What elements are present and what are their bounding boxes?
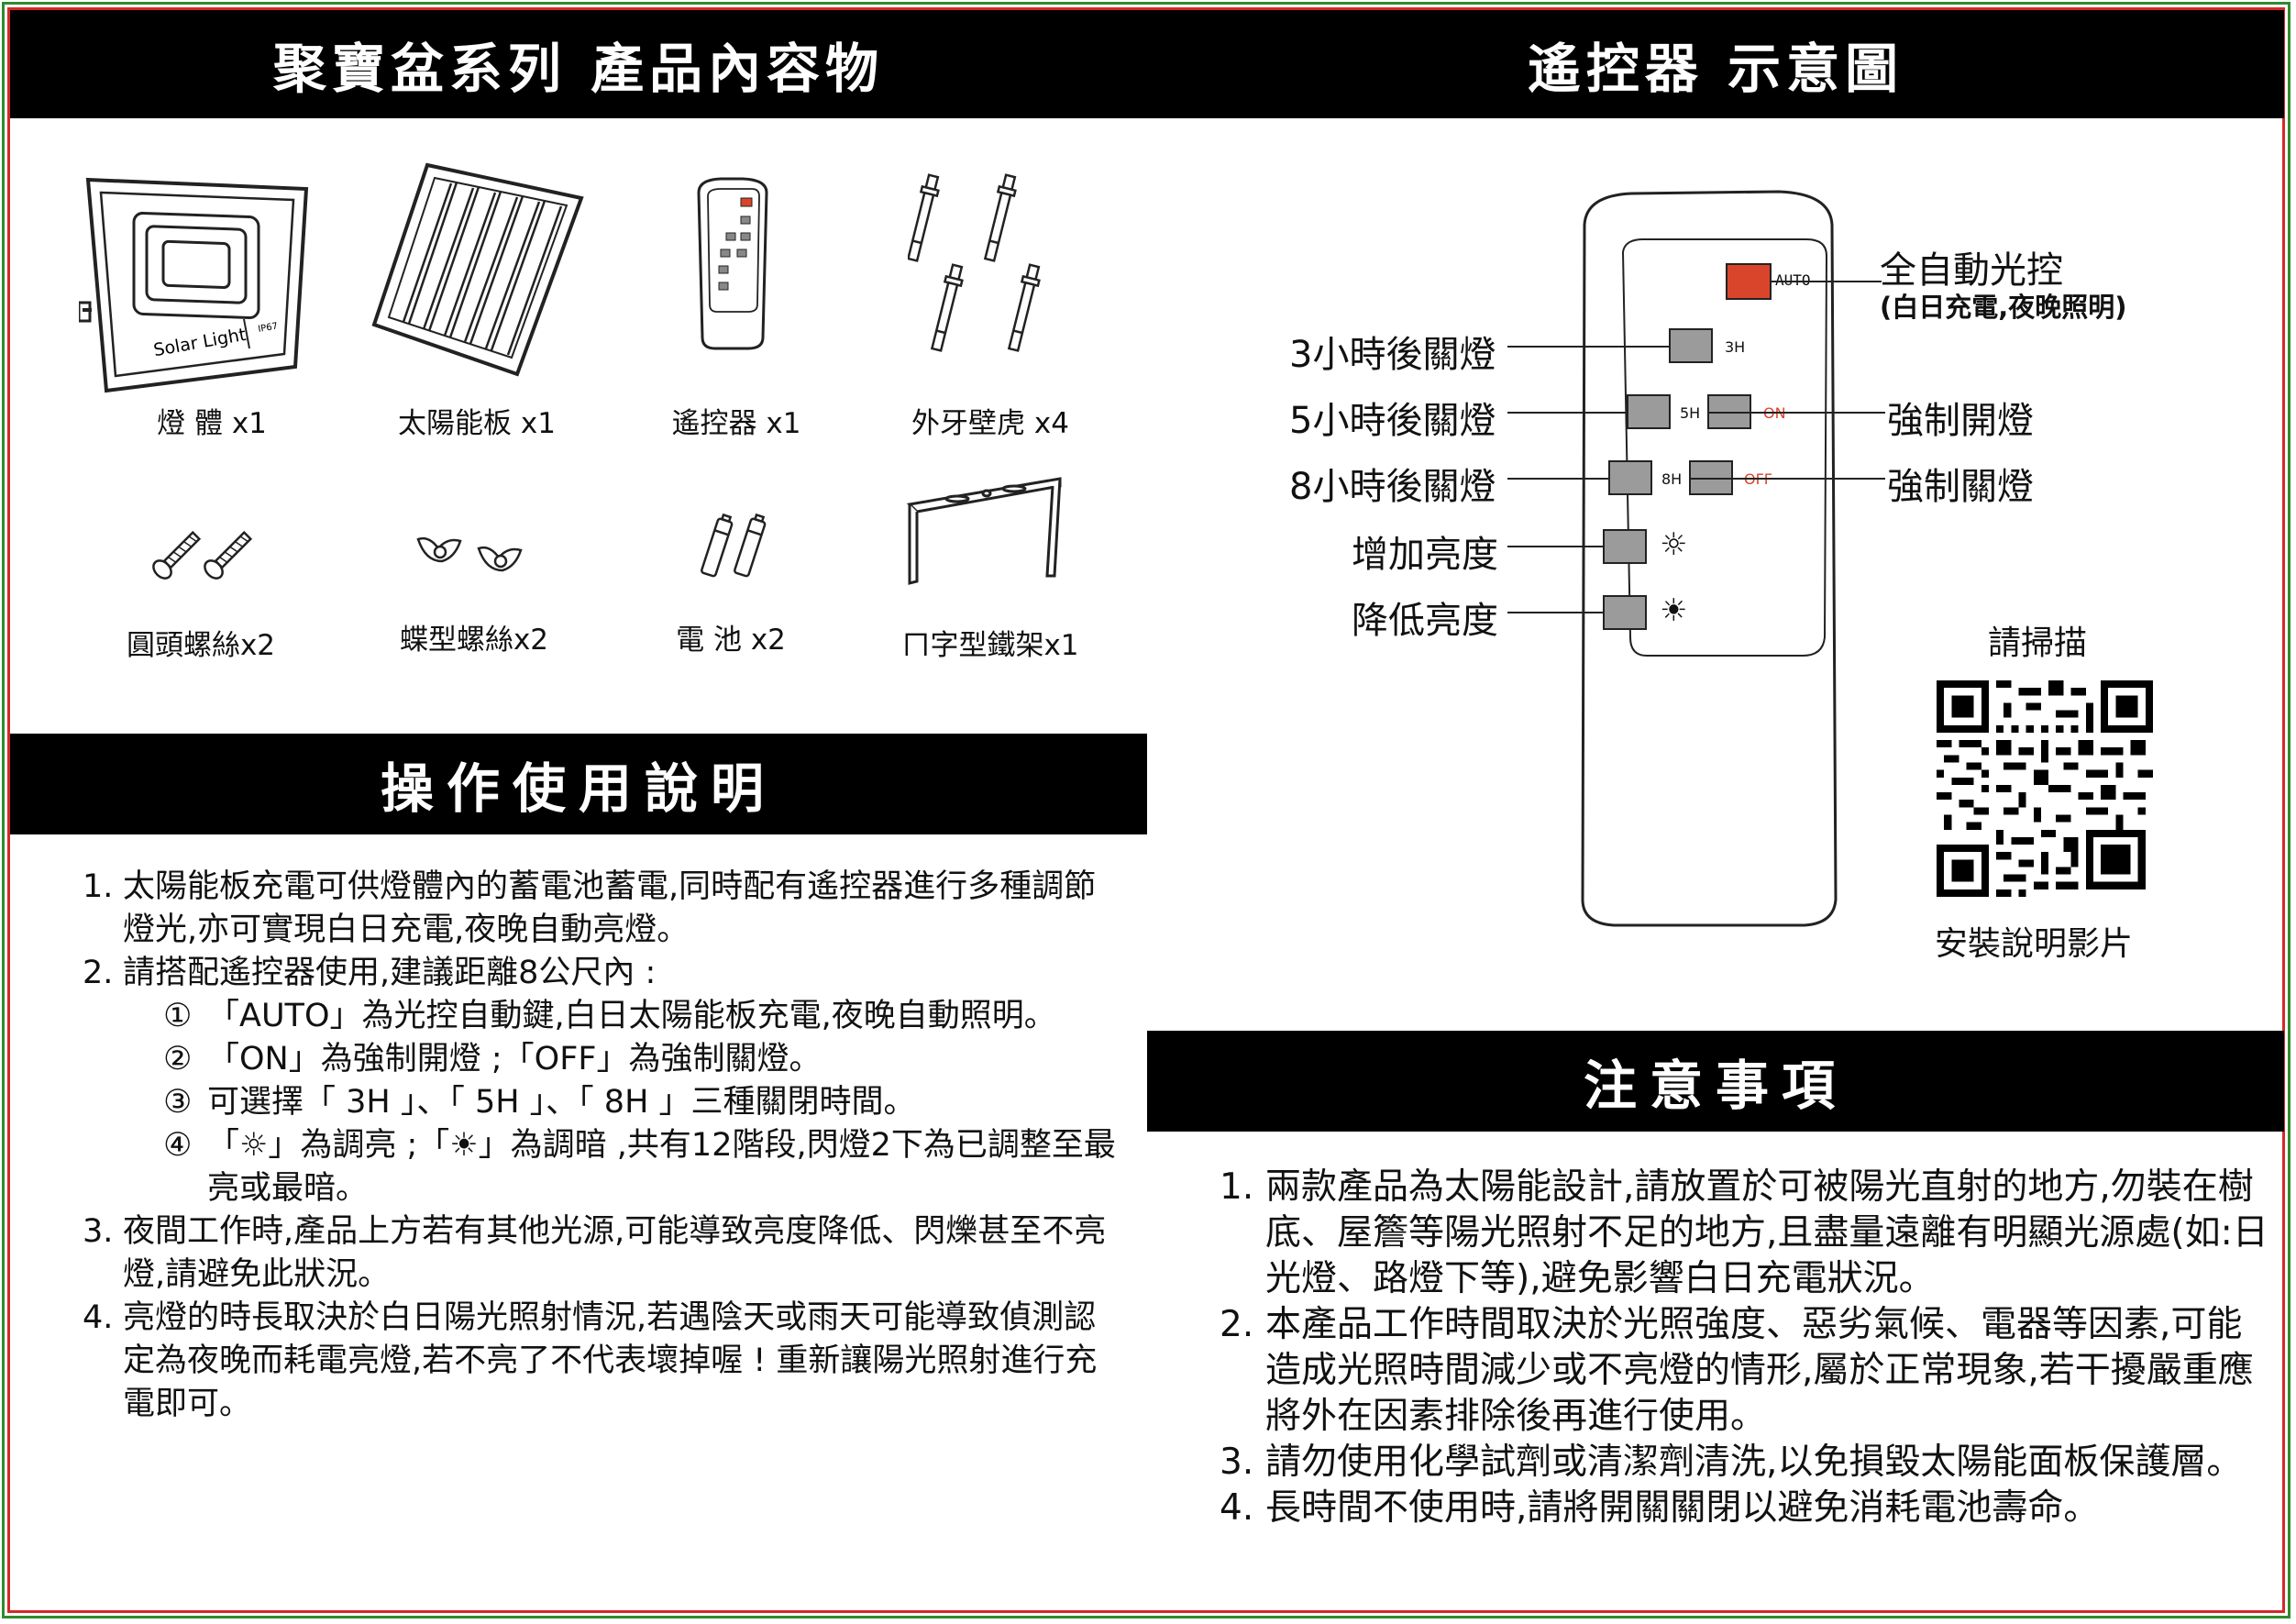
note-item-number: 4. — [1220, 1487, 1254, 1529]
button-3h[interactable] — [1669, 328, 1713, 363]
contents-header: 聚寶盆系列 產品內容物 — [10, 10, 1147, 118]
callout-on: 強制開燈 — [1887, 400, 2034, 442]
lamp-rating-text: IP67 — [258, 321, 279, 335]
button-5h[interactable] — [1627, 394, 1671, 429]
button-8h[interactable] — [1608, 460, 1652, 495]
note-item-text: 請勿使用化學試劑或清潔劑清洗,以免損毀太陽能面板保護層。 — [1265, 1442, 2243, 1483]
operation-item: 2.請搭配遙控器使用,建議距離8公尺內 : — [83, 952, 1128, 995]
remote-header-text: 遙控器 示意圖 — [1527, 38, 1904, 100]
operation-item: 3.夜間工作時,產品上方若有其他光源,可能導致亮度降低、閃爍甚至不亮燈,請避免此… — [83, 1210, 1128, 1297]
operation-item-number: 4. — [83, 1299, 114, 1336]
button-3h-label: 3H — [1725, 338, 1746, 356]
wing-nut-icon — [416, 536, 523, 572]
u-bracket-icon — [906, 477, 1062, 585]
button-brightness-up[interactable] — [1603, 529, 1647, 564]
operation-subitem-text: 「AUTO」為光控自動鍵,白日太陽能板充電,夜晚自動照明。 — [207, 998, 1056, 1034]
auto-button-label: AUTO — [1775, 271, 1811, 289]
callout-5h: 5小時後關燈 — [1289, 400, 1496, 442]
operation-item: 4.亮燈的時長取決於白日陽光照射情況,若遇陰天或雨天可能導致偵測認定為夜晚而耗電… — [83, 1297, 1128, 1426]
note-item-text: 兩款產品為太陽能設計,請放置於可被陽光直射的地方,勿裝在樹底、屋簷等陽光照射不足… — [1265, 1166, 2268, 1299]
operation-subitem: ③ 可選擇「 3H 」、「 5H 」、「 8H 」三種關閉時間。 — [83, 1081, 1128, 1124]
qr-code[interactable] — [1937, 680, 2153, 897]
button-8h-label: 8H — [1661, 470, 1683, 488]
auto-button[interactable] — [1726, 263, 1772, 300]
operation-subitem-number: ② — [163, 1041, 193, 1077]
notes-header-text: 注意事項 — [1583, 1055, 1848, 1117]
callout-auto: 全自動光控 — [1880, 249, 2063, 292]
operation-item-number: 1. — [83, 868, 114, 905]
operation-subitem: ① 「AUTO」為光控自動鍵,白日太陽能板充電,夜晚自動照明。 — [83, 995, 1128, 1038]
operation-subitem-text: 「☼」為調亮 ;「☀」為調暗 ,共有12階段,閃燈2下為已調整至最亮或最暗。 — [207, 1127, 1116, 1207]
item-label-u-bracket: ㄇ字型鐵架x1 — [901, 629, 1079, 662]
operation-item-number: 3. — [83, 1213, 114, 1250]
button-5h-label: 5H — [1680, 404, 1701, 422]
operation-list: 1.太陽能板充電可供燈體內的蓄電池蓄電,同時配有遙控器進行多種調節燈光,亦可實現… — [83, 866, 1128, 1426]
operation-subitem-number: ④ — [163, 1127, 193, 1164]
flood-light-icon: Solar Light IP67 — [79, 177, 309, 393]
operation-subitem-text: 可選擇「 3H 」、「 5H 」、「 8H 」三種關閉時間。 — [207, 1084, 916, 1121]
callout-off: 強制關燈 — [1887, 466, 2034, 508]
operation-subitem-number: ③ — [163, 1084, 193, 1121]
note-item-number: 3. — [1220, 1442, 1254, 1483]
operation-subitem-text: 「ON」為強制開燈 ;「OFF」為強制關燈。 — [207, 1041, 822, 1077]
operation-item: 1.太陽能板充電可供燈體內的蓄電池蓄電,同時配有遙控器進行多種調節燈光,亦可實現… — [83, 866, 1128, 952]
note-item-number: 1. — [1220, 1166, 1254, 1208]
battery-icon — [701, 513, 767, 578]
anchor-bolt-icon — [908, 173, 1041, 352]
callout-auto-sub: (白日充電,夜晚照明) — [1880, 292, 2127, 323]
operation-header-text: 操作使用說明 — [380, 757, 777, 820]
note-item: 1. 兩款產品為太陽能設計,請放置於可被陽光直射的地方,勿裝在樹底、屋簷等陽光照射… — [1220, 1165, 2274, 1302]
note-item: 4. 長時間不使用時,請將開關關閉以避免消耗電池壽命。 — [1220, 1486, 2274, 1531]
item-label-battery: 電 池 x2 — [676, 624, 786, 657]
sun-outline-icon: ☼ — [1660, 526, 1688, 563]
operation-subitem: ④ 「☼」為調亮 ;「☀」為調暗 ,共有12階段,閃燈2下為已調整至最亮或最暗。 — [83, 1124, 1128, 1210]
callout-8h: 8小時後關燈 — [1289, 466, 1496, 508]
operation-item-text: 夜間工作時,產品上方若有其他光源,可能導致亮度降低、閃爍甚至不亮燈,請避免此狀況… — [123, 1213, 1107, 1293]
callout-brightness-down: 降低亮度 — [1352, 600, 1498, 642]
note-item: 2. 本產品工作時間取決於光照強度、惡劣氣候、電器等因素,可能造成光照時間減少或不… — [1220, 1302, 2274, 1440]
operation-subitem-number: ① — [163, 998, 193, 1034]
item-label-remote: 遙控器 x1 — [671, 407, 801, 440]
qr-bottom-label: 安裝說明影片 — [1935, 925, 2134, 963]
solar-panel-icon — [371, 162, 584, 377]
operation-item-number: 2. — [83, 955, 114, 991]
round-head-screw-icon — [152, 530, 253, 580]
qr-top-label: 請掃描 — [1988, 624, 2088, 662]
inner-border — [7, 7, 2285, 1613]
button-brightness-down[interactable] — [1603, 595, 1647, 630]
operation-item-text: 亮燈的時長取決於白日陽光照射情況,若遇陰天或雨天可能導致偵測認定為夜晚而耗電亮燈… — [123, 1299, 1098, 1422]
item-label-anchor-bolt: 外牙壁虎 x4 — [911, 407, 1069, 440]
notes-list: 1. 兩款產品為太陽能設計,請放置於可被陽光直射的地方,勿裝在樹底、屋簷等陽光照射… — [1220, 1165, 2274, 1531]
callout-leader-lines — [1507, 281, 1885, 613]
item-label-wing-nut: 蝶型螺絲x2 — [399, 624, 549, 657]
note-item-text: 長時間不使用時,請將開關關閉以避免消耗電池壽命。 — [1265, 1487, 2100, 1529]
sun-filled-icon: ☀ — [1660, 592, 1688, 629]
operation-header: 操作使用說明 — [10, 734, 1147, 834]
remote-control-icon — [697, 177, 768, 350]
operation-item-text: 請搭配遙控器使用,建議距離8公尺內 : — [123, 955, 657, 991]
contents-header-text: 聚寶盆系列 產品內容物 — [272, 38, 885, 100]
item-label-round-screw: 圓頭螺絲x2 — [126, 629, 276, 662]
operation-item-text: 太陽能板充電可供燈體內的蓄電池蓄電,同時配有遙控器進行多種調節燈光,亦可實現白日… — [123, 868, 1097, 948]
item-label-lamp: 燈 體 x1 — [157, 407, 267, 440]
item-label-solar-panel: 太陽能板 x1 — [398, 407, 556, 440]
note-item-number: 2. — [1220, 1304, 1254, 1345]
notes-header: 注意事項 — [1147, 1031, 2284, 1132]
remote-header: 遙控器 示意圖 — [1147, 10, 2284, 118]
note-item: 3. 請勿使用化學試劑或清潔劑清洗,以免損毀太陽能面板保護層。 — [1220, 1440, 2274, 1486]
note-item-text: 本產品工作時間取決於光照強度、惡劣氣候、電器等因素,可能造成光照時間減少或不亮燈… — [1265, 1304, 2254, 1437]
operation-subitem: ② 「ON」為強制開燈 ;「OFF」為強制關燈。 — [83, 1038, 1128, 1081]
callout-brightness-up: 增加亮度 — [1352, 534, 1498, 576]
callout-3h: 3小時後關燈 — [1289, 334, 1496, 376]
